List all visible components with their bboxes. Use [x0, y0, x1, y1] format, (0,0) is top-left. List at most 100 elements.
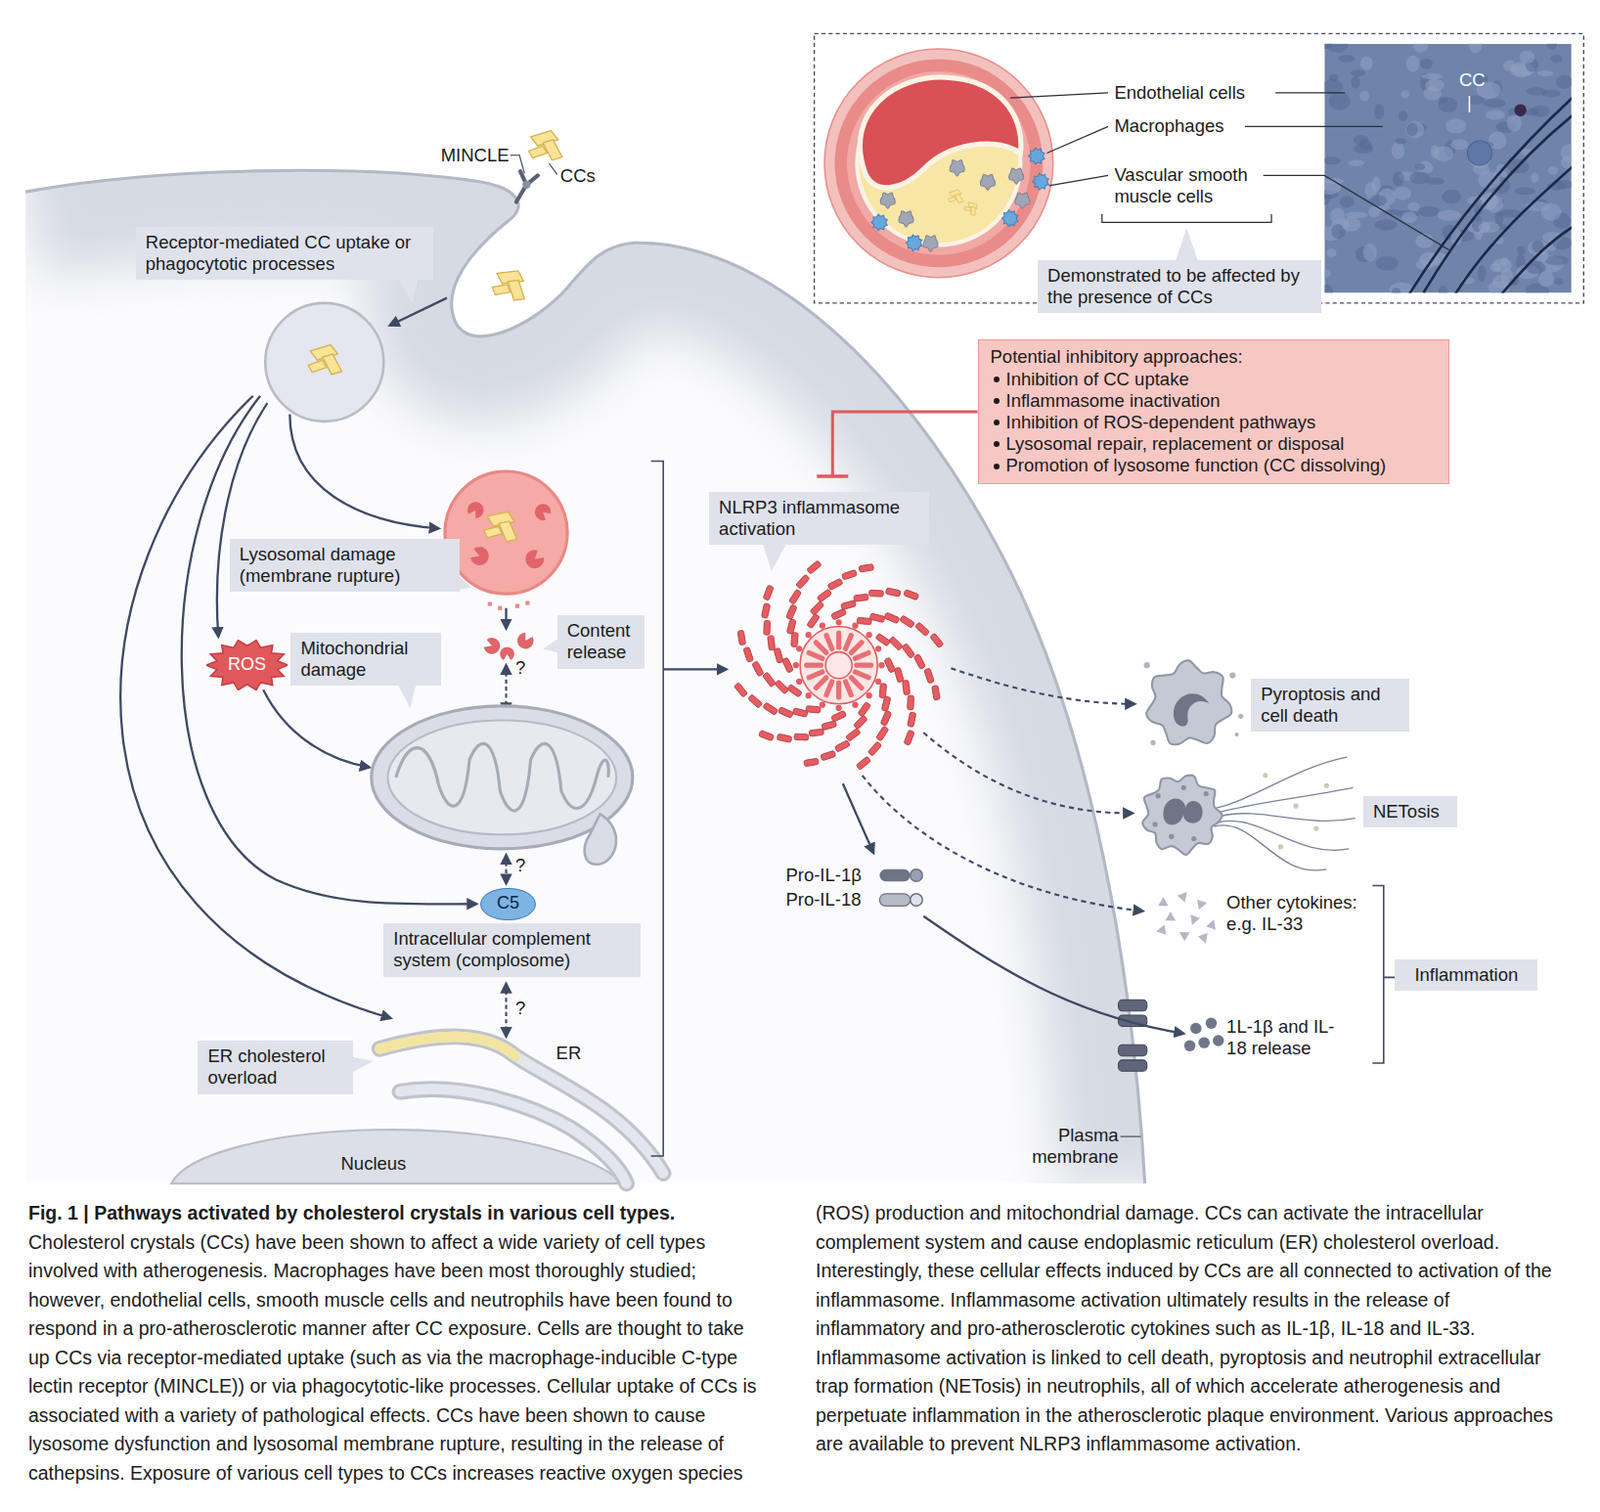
- uptake-arrow: [390, 298, 447, 326]
- micrograph-cell: [1376, 256, 1399, 271]
- cytokine-triangle: [1155, 925, 1166, 937]
- arrow: [263, 689, 370, 767]
- inflammasome-filament: [794, 733, 809, 741]
- text-row: Lysosomal damage (membrane rupture): [239, 543, 450, 587]
- inflammasome-filament: [831, 608, 847, 621]
- inflammasome-filament: [805, 706, 821, 714]
- question-mark: ?: [515, 997, 526, 1020]
- foam-cell: [1015, 192, 1030, 209]
- micrograph-cell: [1398, 110, 1409, 122]
- lumen: [859, 77, 1022, 188]
- node-text: Mitochondrial damage: [300, 637, 408, 680]
- leader-line: [1120, 1135, 1142, 1137]
- artery-cross-section: [824, 48, 1054, 278]
- micrograph-cell: [1541, 203, 1561, 222]
- cholesterol-crystal: [483, 509, 520, 542]
- membrane-channel: [1118, 1060, 1148, 1071]
- inflammasome-filament: [786, 604, 799, 621]
- net-granule: [1278, 844, 1284, 849]
- inflammasome-filament: [762, 671, 777, 687]
- cytokine-dot: [1184, 1040, 1196, 1052]
- node-text: ER cholesterol overload: [207, 1045, 325, 1088]
- micrograph-cell: [1422, 87, 1442, 101]
- pyroptotic-cell: [1146, 660, 1232, 745]
- pyroptotic-nucleus: [1173, 693, 1210, 726]
- inflammasome-filament: [875, 632, 891, 647]
- inflammasome-filament: [869, 613, 886, 623]
- inflammasome-filament: [842, 569, 858, 580]
- crystal-facet: [963, 204, 973, 213]
- cytokine-dot: [1205, 1018, 1217, 1029]
- callout-box: NLRP3 inflammasome activation: [709, 491, 930, 545]
- inflammasome-filament: [761, 603, 771, 620]
- micrograph-cell: [1482, 98, 1506, 108]
- cytokine-triangle: [1165, 911, 1179, 926]
- bullet-dot: [993, 463, 1000, 470]
- node-text: NLRP3 inflammasome activation: [718, 496, 900, 539]
- net-granule: [1324, 783, 1330, 789]
- cytokine-triangle: [1197, 897, 1208, 910]
- inflammasome-spoke: [823, 631, 836, 652]
- micrograph-cell: [1485, 109, 1506, 120]
- foam-cell: [949, 160, 965, 177]
- micrograph-cell: [1360, 56, 1374, 71]
- cholesterol-crystal: [528, 131, 562, 161]
- leader-line: [1263, 175, 1450, 250]
- micrograph-cell: [1407, 202, 1421, 212]
- callout-box: Demonstrated to be affected by the prese…: [1037, 260, 1322, 313]
- callout-box: Mitochondrial damage: [290, 632, 441, 686]
- foam-cell: [1009, 168, 1024, 184]
- inflammasome-filament: [763, 620, 771, 635]
- bullet-dot: [993, 419, 1000, 426]
- inflammasome: [733, 560, 943, 770]
- micrograph-cell: [1503, 60, 1516, 72]
- micrograph-label: CC: [1459, 69, 1486, 91]
- micrograph-cell: [1425, 177, 1445, 186]
- inflammasome-filament: [881, 696, 891, 712]
- micrograph-cell: [1384, 209, 1401, 216]
- micrograph-cell: [1347, 159, 1365, 166]
- micrograph-cell: [1324, 268, 1332, 278]
- callout-box: ER cholesterol overload: [197, 1040, 354, 1094]
- leader-line: [1046, 126, 1109, 153]
- neutrophil-extracellular-trap: [1220, 813, 1356, 822]
- cell: [25, 170, 1146, 1184]
- neutrophil-granule: [1191, 836, 1197, 842]
- cytokine-triangle: [1177, 888, 1192, 903]
- cytokine-triangle: [1157, 896, 1168, 906]
- inflammasome-bead: [796, 678, 802, 685]
- crystal-facet: [483, 525, 503, 539]
- inflammasome-filament: [880, 710, 892, 726]
- neutrophil-extracellular-trap: [1219, 787, 1354, 812]
- inflammasome-bead: [866, 692, 873, 699]
- inflammasome-filament: [834, 740, 850, 753]
- inflammasome-filament: [743, 646, 755, 663]
- mincle-receptor: [516, 171, 538, 202]
- arrow: [289, 414, 439, 530]
- text-row: Lysosomal repair, replacement or disposa…: [990, 433, 1437, 455]
- cathepsin: [484, 637, 501, 655]
- micrograph-cell: [1530, 172, 1539, 183]
- micrograph-cell: [1437, 96, 1458, 113]
- crystal-facet: [947, 196, 956, 203]
- inflammasome-spoke: [842, 678, 854, 699]
- arrow: [504, 608, 507, 629]
- micrograph-cell: [1555, 75, 1572, 89]
- text-row: C5: [496, 893, 520, 914]
- inflammasome-spoke: [836, 630, 842, 651]
- mitochondrion-damage: [584, 813, 617, 864]
- inflammasome-bead: [805, 631, 812, 638]
- lysosome-content: [525, 600, 530, 605]
- text-row: Content release: [567, 620, 636, 664]
- leader-line: [548, 163, 557, 175]
- question-mark: ?: [515, 854, 526, 877]
- inflammasome-filament: [777, 707, 794, 719]
- pro-il-1b-icon: [910, 869, 924, 883]
- micrograph-cell: [1537, 70, 1554, 77]
- bullet-text: Inflammasome inactivation: [1006, 390, 1221, 411]
- micrograph: [1324, 44, 1571, 294]
- er-membrane: [400, 1089, 627, 1184]
- node-text: Lysosomal damage (membrane rupture): [239, 543, 401, 586]
- micrograph-cell: [1393, 186, 1412, 201]
- cytokine-label: Pro-IL-18: [785, 888, 861, 911]
